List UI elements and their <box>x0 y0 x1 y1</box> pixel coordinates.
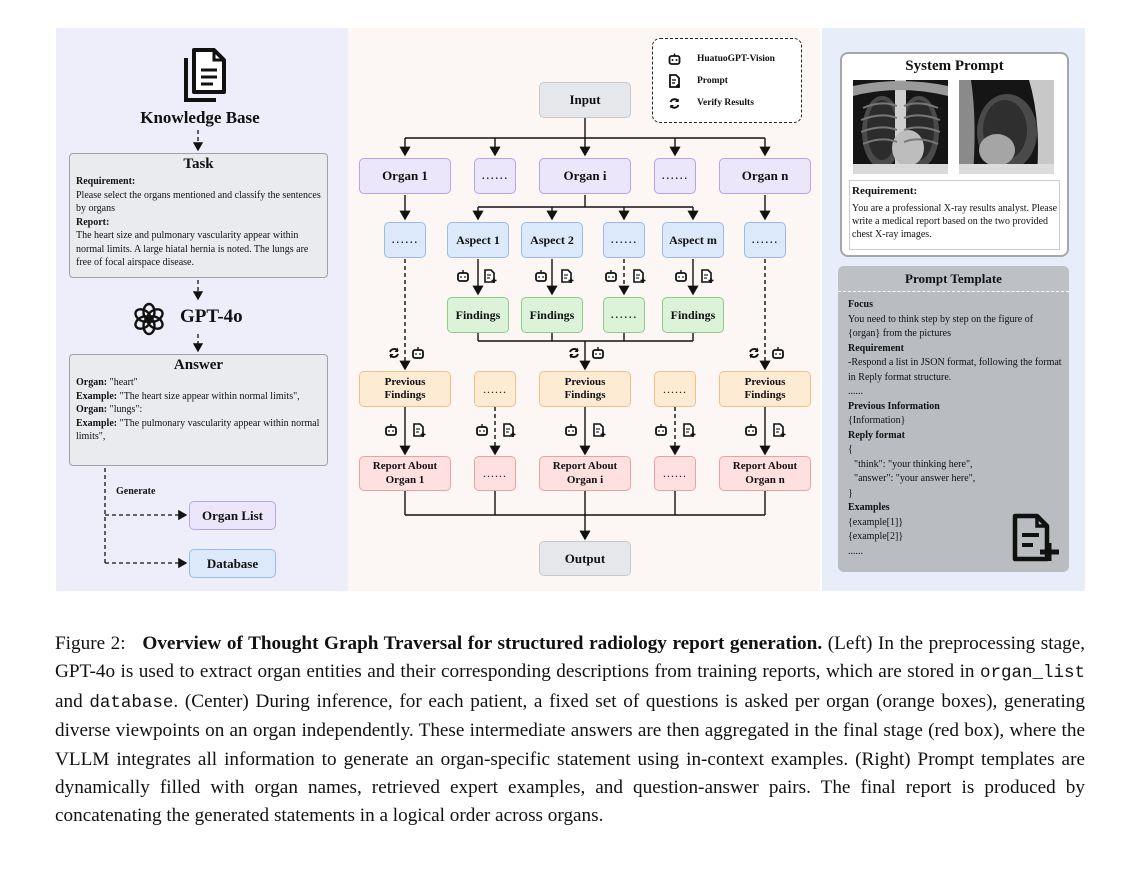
prompt-doc-icon <box>683 423 697 438</box>
organ-dots-node: ...... <box>474 158 516 194</box>
robot-icon <box>745 423 757 436</box>
verify-refresh-icon <box>749 346 759 360</box>
robot-icon <box>675 269 687 282</box>
input-node: Input <box>539 82 631 118</box>
center-connectors <box>399 118 771 541</box>
organ-dots-node: ...... <box>654 158 696 194</box>
system-requirement-box <box>849 180 1060 250</box>
organ-n-node: Organ n <box>719 158 811 194</box>
organ-i-node: Organ i <box>539 158 631 194</box>
robot-icon <box>385 423 397 436</box>
robot-icon <box>772 346 784 359</box>
robot-icon <box>605 269 617 282</box>
figure-caption: Figure 2: Overview of Thought Graph Trav… <box>55 633 1086 827</box>
robot-icon <box>457 269 469 282</box>
system-requirement-text: Requirement: You are a professional X-ra… <box>852 185 1058 240</box>
answer-content: Organ: "heart" Example: "The heart size … <box>76 377 320 442</box>
code-database: database <box>89 692 174 713</box>
task-requirement: Requirement: Please select the organs me… <box>76 176 321 268</box>
report-dots-node: ...... <box>654 456 696 491</box>
generate-label: Generate <box>116 486 156 497</box>
prompt-doc-icon <box>633 269 647 284</box>
aspect-1-node: Aspect 1 <box>447 222 509 258</box>
answer-title: Answer <box>173 357 224 373</box>
legend-box: HuatuoGPT-Vision Prompt Verify Results <box>652 38 802 123</box>
prompt-doc-icon <box>561 269 575 284</box>
knowledge-base-label: Knowledge Base <box>140 108 260 127</box>
prompt-doc-icon <box>593 423 607 438</box>
prompt-doc-icon <box>484 269 498 284</box>
findings-node: Findings <box>662 297 724 333</box>
legend-verify: Verify Results <box>667 96 754 110</box>
task-title: Task <box>183 156 214 172</box>
figure-number: Figure 2: <box>55 633 126 654</box>
report-dots-node: ...... <box>474 456 516 491</box>
aspect-m-node: Aspect m <box>662 222 724 258</box>
findings-node: Findings <box>447 297 509 333</box>
organ-list-node: Organ List <box>189 501 276 530</box>
previous-dots-node: ...... <box>654 371 696 407</box>
prompt-doc-icon <box>413 423 427 438</box>
robot-icon <box>476 423 488 436</box>
robot-icon <box>565 423 577 436</box>
legend-prompt: Prompt <box>667 74 728 88</box>
prompt-doc-icon <box>503 423 517 438</box>
prompt-doc-large-icon <box>1011 513 1061 563</box>
verify-refresh-icon <box>667 96 681 110</box>
document-stack-icon <box>178 46 228 104</box>
gpt-label: GPT-4o <box>180 306 243 327</box>
prompt-doc-icon <box>667 74 681 88</box>
answer-box: Answer Organ: "heart" Example: "The hear… <box>69 354 328 466</box>
prompt-template-title: Prompt Template <box>838 266 1069 292</box>
legend-model: HuatuoGPT-Vision <box>667 52 775 66</box>
prompt-doc-icon <box>773 423 787 438</box>
aspect-2-node: Aspect 2 <box>521 222 583 258</box>
code-organ-list: organ_list <box>979 663 1085 684</box>
robot-icon <box>655 423 667 436</box>
left-connectors <box>104 130 204 569</box>
prompt-doc-icon <box>701 269 715 284</box>
robot-icon <box>592 346 604 359</box>
task-box: Task Requirement: Please select the orga… <box>69 153 328 278</box>
previous-dots-node: ...... <box>474 371 516 407</box>
openai-logo-icon <box>132 302 166 336</box>
verify-refresh-icon <box>569 346 579 360</box>
organ-1-node: Organ 1 <box>359 158 451 194</box>
xray-lateral-image <box>959 80 1054 174</box>
verify-refresh-icon <box>389 346 399 360</box>
subquestion-dots-node: ...... <box>744 222 786 258</box>
robot-icon <box>412 346 424 359</box>
database-node: Database <box>189 549 276 578</box>
prompt-template-box <box>838 266 1069 572</box>
prompt-template-body: Focus You need to think step by step on … <box>848 299 1062 557</box>
robot-icon <box>667 52 681 66</box>
xray-frontal-image <box>853 80 948 174</box>
output-node: Output <box>539 541 631 576</box>
subquestion-dots-node: ...... <box>384 222 426 258</box>
system-prompt-title: System Prompt <box>905 58 1004 74</box>
findings-node: Findings <box>521 297 583 333</box>
caption-title: Overview of Thought Graph Traversal for … <box>142 633 823 654</box>
aspect-dots-node: ...... <box>603 222 645 258</box>
robot-icon <box>535 269 547 282</box>
findings-dots-node: ...... <box>603 297 645 333</box>
